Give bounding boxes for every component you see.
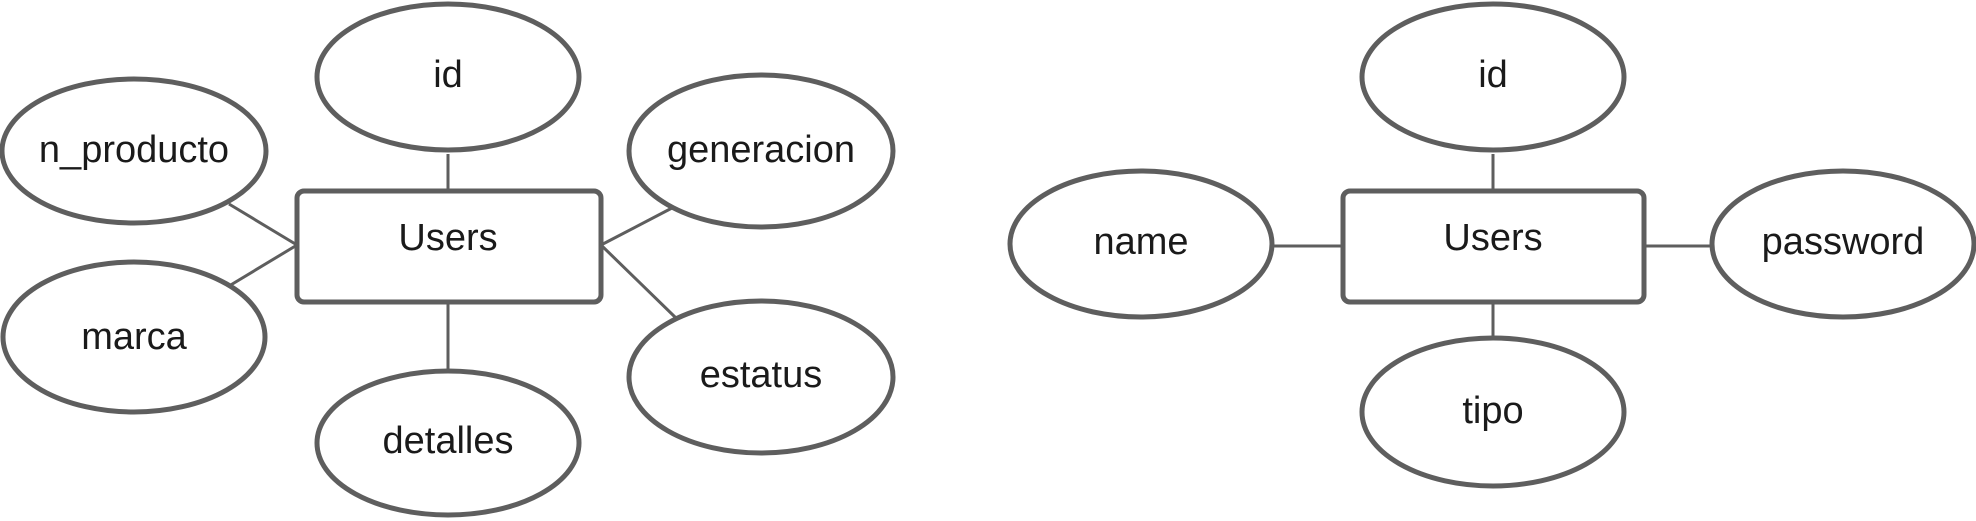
connector-users-estatus <box>599 243 678 320</box>
connector-users-n-producto <box>228 202 298 247</box>
attribute-label: id <box>1478 54 1508 96</box>
attribute-id-left: id <box>314 1 582 153</box>
attribute-label: marca <box>81 316 187 358</box>
attribute-n-producto: n_producto <box>0 76 269 226</box>
attribute-password: password <box>1709 168 1976 320</box>
entity-label: Users <box>1443 217 1542 259</box>
attribute-tipo: tipo <box>1359 335 1627 489</box>
entity-label: Users <box>398 217 497 259</box>
attribute-label: n_producto <box>39 129 229 171</box>
right-connectors <box>1274 154 1711 338</box>
connector-users-generacion <box>600 206 673 247</box>
attribute-id-right: id <box>1359 1 1627 153</box>
attribute-label: password <box>1762 221 1925 263</box>
entity-users-left: Users <box>294 188 604 305</box>
attribute-estatus: estatus <box>626 298 896 456</box>
attribute-label: estatus <box>700 354 823 396</box>
connector-users-marca <box>228 243 298 288</box>
entity-users-right: Users <box>1340 188 1647 305</box>
attribute-name: name <box>1007 168 1275 320</box>
attribute-label: tipo <box>1462 390 1523 432</box>
attribute-label: generacion <box>667 129 855 171</box>
attribute-label: id <box>433 54 463 96</box>
attribute-label: name <box>1093 221 1188 263</box>
attribute-detalles: detalles <box>314 368 582 518</box>
attribute-marca: marca <box>0 259 268 415</box>
left-connectors <box>228 154 678 370</box>
attribute-label: detalles <box>383 420 514 462</box>
attribute-generacion: generacion <box>626 72 896 230</box>
